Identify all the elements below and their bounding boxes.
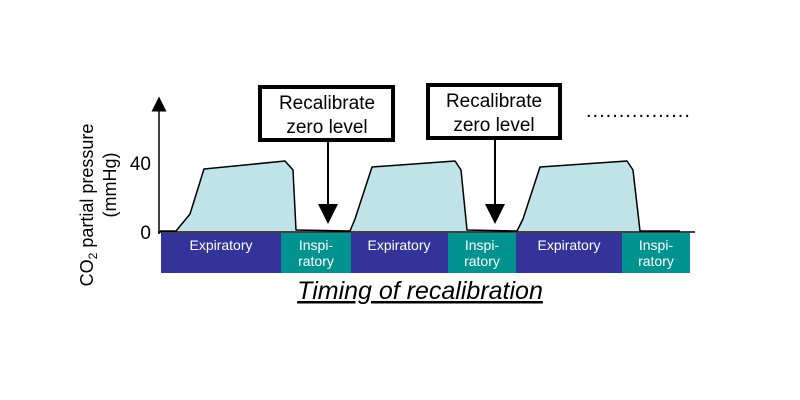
- diagram-caption: Timing of recalibration: [297, 277, 543, 305]
- y-axis-label: CO2 partial pressure: [77, 124, 100, 287]
- phase-label-expiratory-2: Expiratory: [367, 237, 430, 253]
- capnogram-waveform: [160, 160, 680, 232]
- phase-label-inspiratory-2: Inspi-ratory: [464, 237, 500, 269]
- y-tick-40: 40: [130, 154, 151, 175]
- phase-label-expiratory-1: Expiratory: [189, 237, 252, 253]
- recalibrate-callout-1: [258, 85, 395, 142]
- phase-inspiratory-1: [281, 233, 351, 273]
- y-tick-0: 0: [140, 223, 151, 244]
- phase-expiratory-2: [351, 233, 448, 273]
- phase-expiratory-3: [516, 233, 622, 273]
- recalibrate-callout-2: [426, 83, 562, 140]
- phase-inspiratory-2: [448, 233, 516, 273]
- phase-label-expiratory-3: Expiratory: [537, 237, 600, 253]
- phase-label-inspiratory-3: Inspi-ratory: [638, 237, 674, 269]
- phase-bar: [161, 233, 690, 273]
- phase-expiratory-1: [161, 233, 281, 273]
- continuation-dots: ................: [586, 100, 691, 122]
- phase-inspiratory-3: [622, 233, 690, 273]
- phase-label-inspiratory-1: Inspi-ratory: [298, 237, 334, 269]
- y-axis-unit: (mmHg): [100, 153, 120, 218]
